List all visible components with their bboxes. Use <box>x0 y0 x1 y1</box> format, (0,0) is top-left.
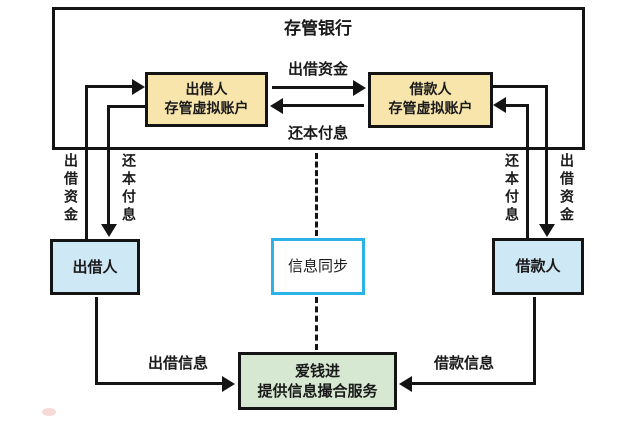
platform-box: 爱钱进 提供信息撮合服务 <box>238 352 397 410</box>
custodian-bank-box <box>52 7 585 150</box>
lender-box: 出借人 <box>50 239 140 295</box>
lender-label: 出借人 <box>72 257 118 276</box>
borrower-virtual-account-box: 借款人 存管虚拟账户 <box>368 72 493 128</box>
repay-down-line <box>107 105 110 224</box>
left-arrowhead-icon <box>493 97 506 113</box>
lend-info-label: 出借信息 <box>147 354 208 372</box>
custodian-bank-title: 存管银行 <box>284 19 352 39</box>
lend-funds-down-line <box>545 85 548 224</box>
borrow-info-vline <box>533 297 536 385</box>
info-sync-label: 信息同步 <box>287 257 348 276</box>
repay-center-line <box>283 104 364 107</box>
borrow-info-label: 借款信息 <box>433 354 494 372</box>
borrower-box: 借款人 <box>492 238 584 295</box>
left-arrowhead-icon <box>399 376 412 392</box>
lend-funds-down-elbow <box>493 85 548 88</box>
lend-info-hline <box>95 382 222 385</box>
right-arrowhead-icon <box>222 376 235 392</box>
lend-funds-center-line <box>272 86 353 89</box>
lender-account-line1: 出借人 <box>185 81 228 98</box>
down-arrowhead-icon <box>539 224 555 237</box>
platform-name: 爱钱进 <box>294 361 340 380</box>
repay-center-label: 还本付息 <box>287 124 348 142</box>
lender-account-line2: 存管虚拟账户 <box>164 100 249 117</box>
lender-virtual-account-box: 出借人 存管虚拟账户 <box>145 72 268 127</box>
left-up-flow-label: 出借资金 <box>62 153 78 225</box>
info-sync-box: 信息同步 <box>271 238 365 295</box>
lend-info-vline <box>95 297 98 385</box>
right-arrowhead-icon <box>353 80 366 96</box>
borrower-account-line1: 借款人 <box>409 82 452 99</box>
right-up-flow-label: 还本付息 <box>503 153 519 225</box>
left-arrowhead-icon <box>270 98 283 114</box>
borrow-info-hline <box>412 382 536 385</box>
repay-up-elbow <box>506 104 529 107</box>
right-arrowhead-icon <box>132 79 145 95</box>
platform-service: 提供信息撮合服务 <box>257 382 378 400</box>
repay-down-elbow <box>107 105 145 108</box>
lend-funds-center-label: 出借资金 <box>287 60 348 78</box>
left-down-flow-label: 还本付息 <box>120 153 136 225</box>
watermark-smudge <box>42 408 56 416</box>
borrower-account-line2: 存管虚拟账户 <box>388 101 473 117</box>
lend-funds-up-line <box>85 86 88 239</box>
right-down-flow-label: 出借资金 <box>558 153 574 225</box>
down-arrowhead-icon <box>101 224 117 237</box>
sync-dashed-line-bottom <box>315 297 318 350</box>
sync-dashed-line-top <box>315 153 318 236</box>
lend-funds-up-elbow <box>85 85 133 88</box>
borrower-label: 借款人 <box>515 257 561 276</box>
repay-up-line <box>526 104 529 239</box>
